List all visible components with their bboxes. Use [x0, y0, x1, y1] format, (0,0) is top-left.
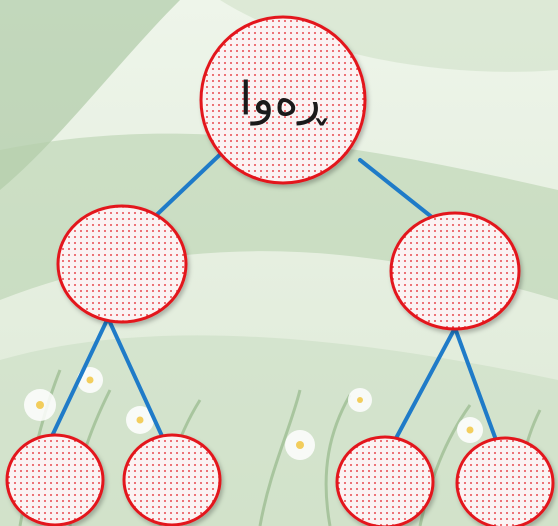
tree-edge [145, 144, 231, 226]
grandchild-node-shape [455, 436, 555, 526]
tree-edge [358, 158, 435, 220]
child-node-shape [56, 204, 188, 324]
grandchild-node [5, 433, 105, 526]
grandchild-node [122, 433, 222, 526]
child-node-shape [389, 211, 521, 331]
tree-edges [50, 144, 498, 444]
root-node: ڕەوا [199, 15, 367, 185]
root-node-label: ڕەوا [239, 72, 328, 127]
tree-edge [50, 316, 110, 438]
child-node [389, 211, 521, 331]
tree-edge [106, 316, 164, 438]
child-node [56, 204, 188, 324]
tree-edge [453, 326, 498, 442]
root-node-shape [199, 15, 367, 185]
tree-nodes: ڕەوا [5, 15, 555, 526]
tree-edge [392, 326, 457, 444]
grandchild-node-shape [5, 433, 105, 526]
grandchild-node [335, 435, 435, 526]
grandchild-node-shape [122, 433, 222, 526]
grandchild-node-shape [335, 435, 435, 526]
grandchild-node [455, 436, 555, 526]
